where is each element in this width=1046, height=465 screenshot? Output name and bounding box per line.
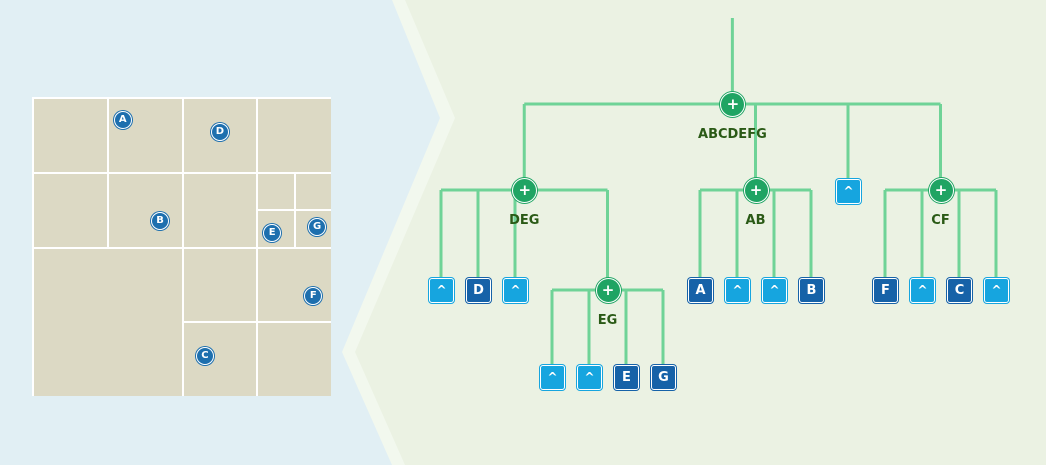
tree-leaf-leaf-eg-empty1: ^ bbox=[540, 365, 565, 390]
grid-point-d: D bbox=[210, 122, 229, 141]
grid-point-e: E bbox=[263, 223, 282, 242]
grid-point-f: F bbox=[304, 287, 323, 306]
tree-node-abcdefg: + bbox=[720, 92, 746, 117]
grid-cell-11 bbox=[34, 248, 182, 396]
tree-leaf-leaf-ab-empty1: ^ bbox=[725, 278, 750, 303]
tree-node-label-deg: DEG bbox=[509, 213, 540, 228]
grid-cell-0 bbox=[34, 99, 107, 172]
tree-node-cf: + bbox=[928, 178, 954, 203]
tree-node-label-abcdefg: ABCDEFG bbox=[698, 127, 767, 142]
grid-point-c: C bbox=[195, 346, 214, 365]
tree-leaf-leaf-root-empty: ^ bbox=[836, 179, 861, 204]
spatial-grid: A D B E G F C bbox=[32, 97, 331, 396]
tree-leaf-leaf-cf-empty1: ^ bbox=[910, 278, 935, 303]
tree-leaf-leaf-c: C bbox=[947, 278, 972, 303]
tree-leaf-leaf-cf-empty2: ^ bbox=[984, 278, 1009, 303]
grid-cell-4 bbox=[34, 173, 107, 247]
grid-cell-14 bbox=[183, 323, 257, 396]
grid-point-g: G bbox=[308, 217, 327, 236]
grid-cell-6 bbox=[183, 173, 257, 247]
tree-leaf-leaf-deg-empty1: ^ bbox=[429, 278, 454, 303]
grid-cell-1 bbox=[108, 99, 182, 172]
grid-cell-12 bbox=[183, 248, 257, 322]
tree-leaf-leaf-a: A bbox=[688, 278, 713, 303]
tree-leaf-leaf-ab-empty2: ^ bbox=[762, 278, 787, 303]
tree-node-deg: + bbox=[512, 178, 538, 203]
tree-node-label-ab: AB bbox=[745, 213, 766, 228]
tree-leaf-leaf-g: G bbox=[651, 365, 676, 390]
tree-leaf-leaf-b: B bbox=[799, 278, 824, 303]
tree-node-ab: + bbox=[743, 178, 769, 203]
tree-leaf-leaf-eg-empty2: ^ bbox=[577, 365, 602, 390]
tree-leaf-leaf-e: E bbox=[614, 365, 639, 390]
tree-leaf-leaf-d: D bbox=[466, 278, 491, 303]
tree-node-eg: + bbox=[595, 278, 621, 303]
grid-cell-8 bbox=[295, 173, 331, 210]
grid-point-b: B bbox=[151, 212, 170, 231]
grid-cell-13 bbox=[258, 248, 331, 322]
grid-cell-5 bbox=[108, 173, 182, 247]
grid-cell-15 bbox=[258, 323, 331, 396]
tree-leaf-leaf-f: F bbox=[873, 278, 898, 303]
tree-node-label-cf: CF bbox=[931, 213, 950, 228]
grid-cell-7 bbox=[258, 173, 294, 210]
tree-node-label-eg: EG bbox=[597, 313, 618, 328]
grid-point-a: A bbox=[113, 111, 132, 130]
tree-leaf-leaf-deg-empty2: ^ bbox=[503, 278, 528, 303]
grid-cell-3 bbox=[258, 99, 331, 172]
